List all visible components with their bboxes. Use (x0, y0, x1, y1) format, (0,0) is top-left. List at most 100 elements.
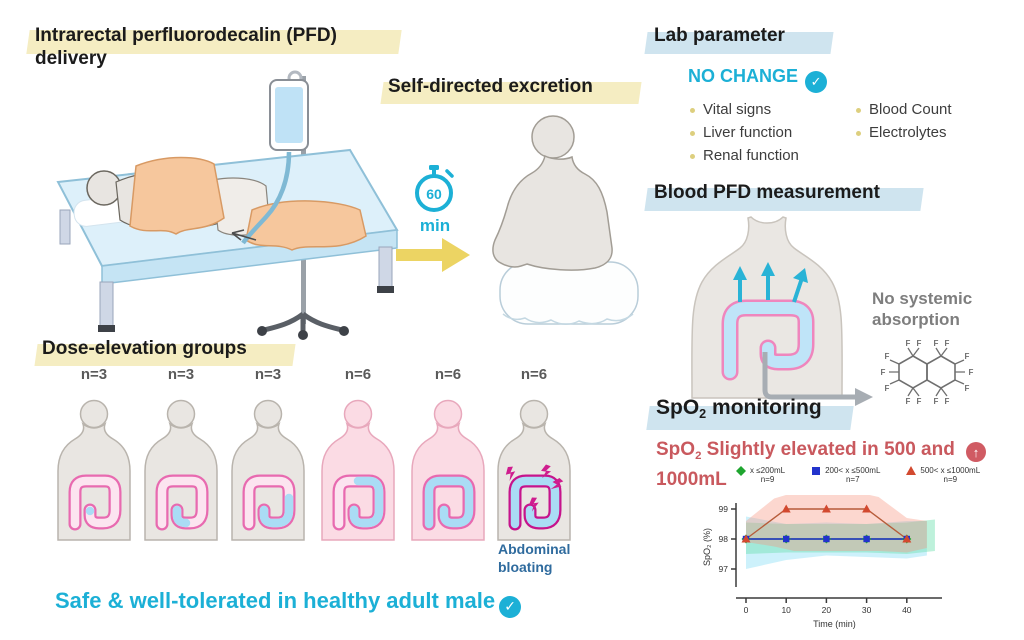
person-body (492, 154, 613, 271)
check-icon: ✓ (805, 71, 828, 93)
dose-title: Dose-elevation groups (42, 338, 247, 359)
lab-item: Renal function (690, 144, 799, 167)
excretion-title: Self-directed excretion (388, 76, 593, 97)
check-icon: ✓ (499, 595, 522, 618)
abdominal-bloating-label: Abdominal bloating (498, 541, 571, 575)
svg-text:20: 20 (822, 605, 832, 615)
group-n-label: n=3 (167, 366, 195, 383)
delivery-title-line2: delivery (35, 48, 107, 69)
svg-text:F: F (917, 397, 922, 406)
absorption-torso-illustration (691, 216, 843, 399)
bed-leg (378, 246, 393, 290)
pole-wheel (257, 326, 267, 336)
lab-status: NO CHANGE✓ (688, 66, 828, 93)
torso-figure (57, 399, 131, 541)
dose-group-figure: n=6 (403, 366, 493, 547)
svg-text:F: F (934, 339, 939, 348)
stool-cloth (502, 313, 634, 325)
spo2-title: SpO2 monitoring (656, 396, 822, 421)
svg-text:F: F (906, 339, 911, 348)
iv-bag-fluid (275, 87, 303, 143)
evaporation-arrows (733, 262, 808, 303)
blanket-torso (129, 156, 225, 235)
svg-text:10: 10 (781, 605, 791, 615)
svg-text:99: 99 (719, 504, 729, 514)
legend-marker (812, 467, 821, 475)
blanket-legs (245, 200, 367, 251)
delivery-title-line1: Intrarectal perfluorodecalin (PFD) (35, 25, 337, 46)
svg-text:F: F (965, 384, 970, 393)
svg-text:F: F (885, 384, 890, 393)
legend-marker (736, 466, 746, 476)
svg-text:30: 30 (862, 605, 872, 615)
torso-figure (411, 399, 485, 541)
torso-figure (144, 399, 218, 541)
no-absorption-note: No systemic absorption (872, 289, 973, 329)
group-n-label: n=3 (254, 366, 282, 383)
to-molecule-arrow (762, 352, 873, 406)
spo2-finding: SpO2 Slightly elevated in 500 and 1000mL (656, 439, 955, 490)
patient-head (86, 170, 122, 206)
stopwatch-icon: 60 (415, 165, 454, 212)
torso-figure (497, 399, 571, 541)
lab-title: Lab parameter (654, 25, 785, 46)
pole-wheel (339, 326, 349, 336)
svg-text:F: F (885, 352, 890, 361)
conclusion-text: Safe & well-tolerated in healthy adult m… (55, 588, 522, 618)
svg-text:F: F (965, 352, 970, 361)
svg-text:SpO₂ (%): SpO₂ (%) (702, 528, 712, 566)
svg-text:F: F (945, 339, 950, 348)
group-n-label: n=6 (344, 366, 372, 383)
group-n-label: n=6 (434, 366, 462, 383)
dose-group-figure: n=6 (313, 366, 403, 547)
bed-foot (98, 325, 115, 332)
svg-text:40: 40 (902, 605, 912, 615)
svg-text:F: F (969, 368, 974, 377)
delivery-title: Intrarectal perfluorodecalin (PFD) deliv… (35, 24, 337, 70)
dose-group-figure: n=3 (223, 366, 313, 547)
torso-figure (231, 399, 305, 541)
up-arrow-icon: ↑ (966, 442, 986, 462)
timer-value: 60 (426, 186, 442, 202)
group-n-label: n=3 (80, 366, 108, 383)
lab-item: Blood Count (856, 98, 952, 121)
pole-wheel (298, 330, 308, 340)
iv-tube (241, 151, 292, 245)
lab-item: Vital signs (690, 98, 799, 121)
bed-leg (99, 281, 114, 329)
timer-unit: min (419, 216, 451, 235)
svg-text:Time (min): Time (min) (813, 619, 856, 629)
torso-figure (321, 399, 395, 541)
svg-text:F: F (945, 397, 950, 406)
svg-text:97: 97 (719, 564, 729, 574)
bed-scene-illustration (56, 70, 399, 340)
lab-item: Electrolytes (856, 121, 952, 144)
svg-text:98: 98 (719, 534, 729, 544)
stool (499, 261, 639, 325)
blood-title: Blood PFD measurement (654, 182, 880, 203)
person-head (531, 115, 575, 159)
dose-group-figure: n=3 (136, 366, 226, 547)
svg-text:F: F (917, 339, 922, 348)
flow-arrow-icon (396, 238, 470, 272)
svg-text:F: F (906, 397, 911, 406)
lab-item: Liver function (690, 121, 799, 144)
bed-leg (59, 209, 71, 245)
dose-group-figure: n=6 (489, 366, 579, 547)
legend-marker (906, 466, 917, 475)
svg-text:F: F (881, 368, 886, 377)
dose-groups: n=3 n=3 n=3 n=6 n=6 n=6 (45, 366, 605, 576)
